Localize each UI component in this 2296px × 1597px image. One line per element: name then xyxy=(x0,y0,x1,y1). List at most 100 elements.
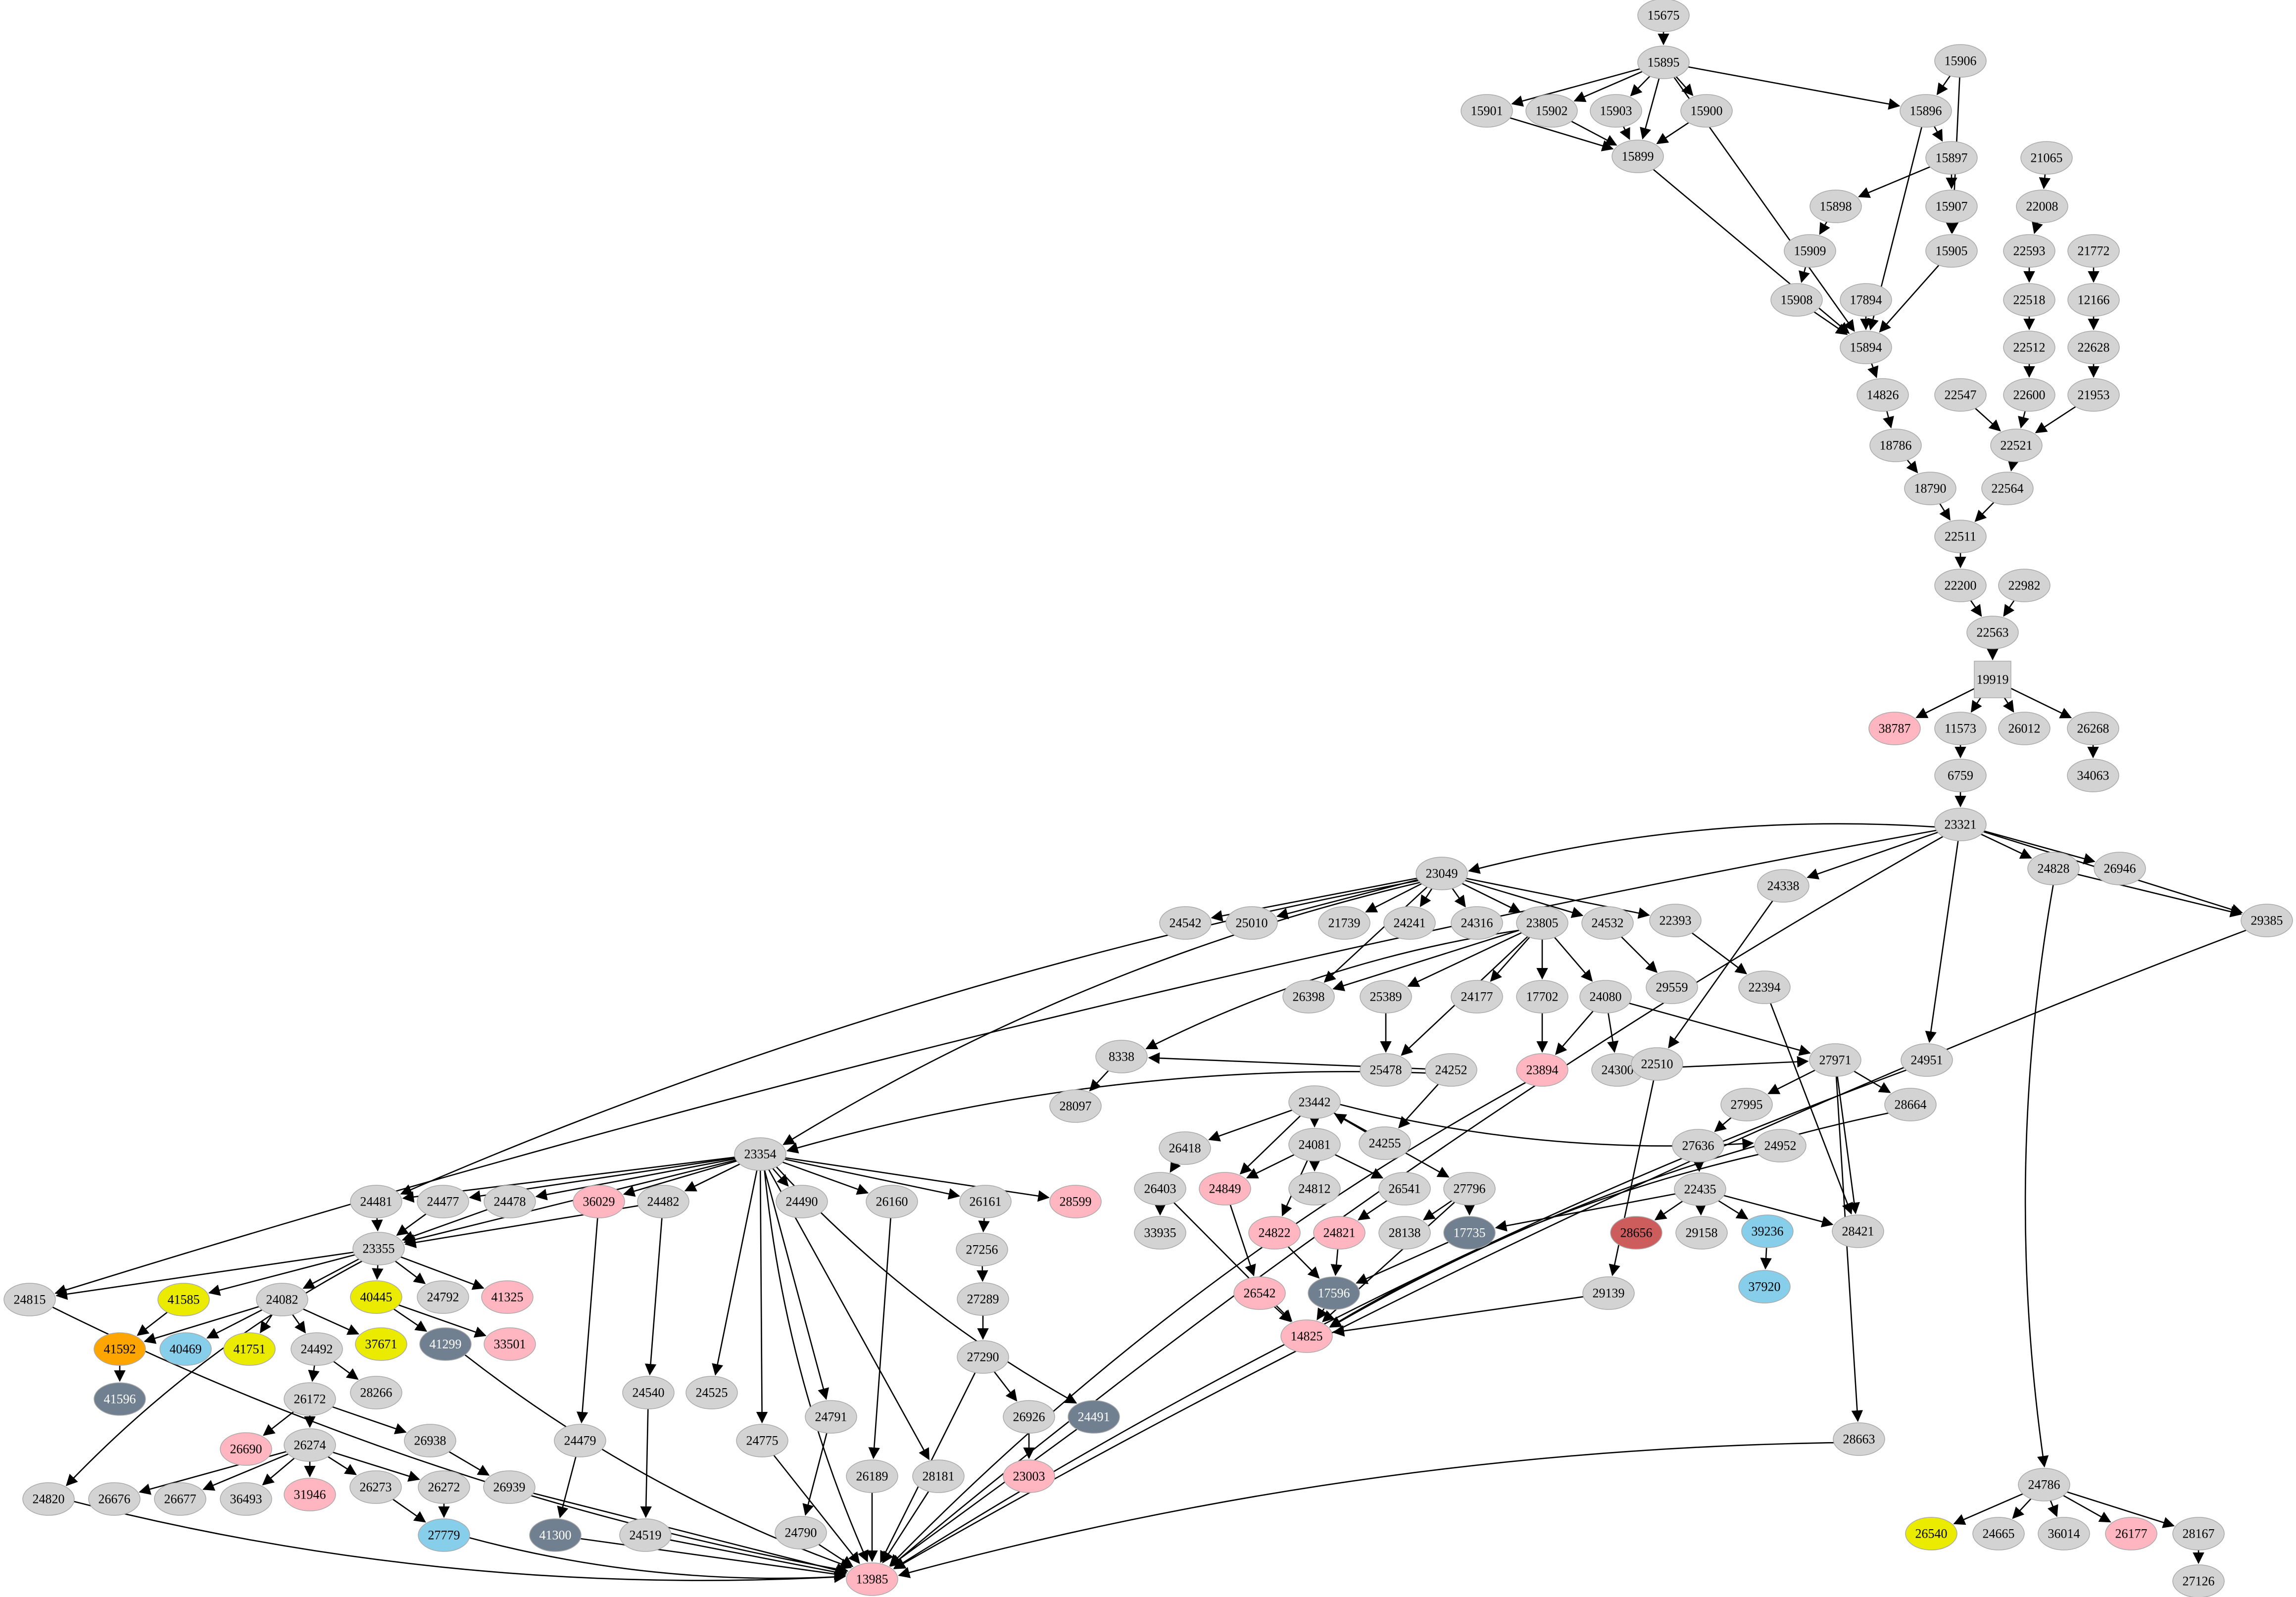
node-24542[interactable]: 24542 xyxy=(1159,906,1212,940)
node-29385[interactable]: 29385 xyxy=(2241,904,2293,937)
node-23894[interactable]: 23894 xyxy=(1516,1053,1568,1087)
node-26418[interactable]: 26418 xyxy=(1159,1131,1211,1165)
node-28656[interactable]: 28656 xyxy=(1610,1216,1662,1250)
node-24540[interactable]: 24540 xyxy=(622,1376,675,1409)
node-27289[interactable]: 27289 xyxy=(957,1282,1009,1316)
node-26938[interactable]: 26938 xyxy=(404,1424,456,1457)
node-21065[interactable]: 21065 xyxy=(2020,141,2073,175)
node-24082[interactable]: 24082 xyxy=(256,1283,308,1316)
node-37920[interactable]: 37920 xyxy=(1738,1270,1791,1304)
node-22435[interactable]: 22435 xyxy=(1674,1172,1726,1206)
node-26177[interactable]: 26177 xyxy=(2105,1517,2157,1550)
node-15909[interactable]: 15909 xyxy=(1784,234,1836,268)
node-24815[interactable]: 24815 xyxy=(3,1283,56,1316)
node-23442[interactable]: 23442 xyxy=(1288,1085,1341,1119)
node-36493[interactable]: 36493 xyxy=(220,1482,272,1516)
node-28138[interactable]: 28138 xyxy=(1378,1216,1431,1250)
node-26189[interactable]: 26189 xyxy=(846,1459,898,1493)
node-28097[interactable]: 28097 xyxy=(1049,1089,1102,1123)
node-24338[interactable]: 24338 xyxy=(1757,869,1809,903)
node-22510[interactable]: 22510 xyxy=(1631,1047,1683,1081)
node-25478[interactable]: 25478 xyxy=(1360,1053,1412,1087)
node-8338[interactable]: 8338 xyxy=(1095,1040,1148,1073)
node-36014[interactable]: 36014 xyxy=(2038,1517,2090,1550)
node-15905[interactable]: 15905 xyxy=(1925,234,1978,268)
node-28181[interactable]: 28181 xyxy=(912,1459,965,1493)
node-26274[interactable]: 26274 xyxy=(284,1428,336,1462)
node-22394[interactable]: 22394 xyxy=(1738,970,1791,1004)
node-28167[interactable]: 28167 xyxy=(2172,1517,2225,1550)
node-24775[interactable]: 24775 xyxy=(736,1424,788,1457)
node-27779[interactable]: 27779 xyxy=(418,1518,470,1552)
node-24525[interactable]: 24525 xyxy=(685,1376,738,1409)
node-19919[interactable]: 19919 xyxy=(1974,661,2011,698)
node-29139[interactable]: 29139 xyxy=(1582,1276,1635,1310)
node-26272[interactable]: 26272 xyxy=(418,1470,470,1504)
node-26161[interactable]: 26161 xyxy=(959,1185,1012,1218)
node-24255[interactable]: 24255 xyxy=(1359,1126,1411,1160)
node-28599[interactable]: 28599 xyxy=(1049,1185,1102,1218)
node-26012[interactable]: 26012 xyxy=(1998,712,2051,745)
node-38787[interactable]: 38787 xyxy=(1868,712,1921,745)
node-22200[interactable]: 22200 xyxy=(1934,569,1987,602)
node-26926[interactable]: 26926 xyxy=(1003,1400,1055,1434)
node-22393[interactable]: 22393 xyxy=(1649,904,1702,937)
node-26690[interactable]: 26690 xyxy=(220,1432,272,1466)
node-27971[interactable]: 27971 xyxy=(1809,1043,1861,1077)
node-22547[interactable]: 22547 xyxy=(1934,378,1987,412)
node-22564[interactable]: 22564 xyxy=(1981,472,2034,505)
node-28266[interactable]: 28266 xyxy=(350,1376,402,1409)
node-26677[interactable]: 26677 xyxy=(154,1482,206,1516)
node-26939[interactable]: 26939 xyxy=(483,1470,536,1504)
node-41299[interactable]: 41299 xyxy=(419,1327,472,1361)
node-41300[interactable]: 41300 xyxy=(529,1518,582,1552)
node-28664[interactable]: 28664 xyxy=(1884,1088,1937,1121)
node-28663[interactable]: 28663 xyxy=(1833,1422,1885,1456)
node-15897[interactable]: 15897 xyxy=(1925,141,1978,175)
node-22511[interactable]: 22511 xyxy=(1934,520,1987,553)
node-23355[interactable]: 23355 xyxy=(352,1232,405,1265)
node-26160[interactable]: 26160 xyxy=(866,1185,918,1218)
node-24790[interactable]: 24790 xyxy=(775,1516,827,1549)
node-25389[interactable]: 25389 xyxy=(1360,980,1412,1014)
node-24481[interactable]: 24481 xyxy=(350,1185,402,1218)
node-24081[interactable]: 24081 xyxy=(1288,1128,1341,1161)
node-26676[interactable]: 26676 xyxy=(88,1482,141,1516)
node-24786[interactable]: 24786 xyxy=(2018,1468,2070,1501)
node-41596[interactable]: 41596 xyxy=(94,1382,146,1416)
node-24477[interactable]: 24477 xyxy=(417,1185,469,1218)
node-24828[interactable]: 24828 xyxy=(2027,852,2080,885)
node-24792[interactable]: 24792 xyxy=(417,1280,469,1314)
node-29559[interactable]: 29559 xyxy=(1646,970,1698,1004)
node-26540[interactable]: 26540 xyxy=(1905,1517,1957,1550)
node-39236[interactable]: 39236 xyxy=(1741,1214,1794,1248)
node-24177[interactable]: 24177 xyxy=(1451,980,1503,1014)
node-41325[interactable]: 41325 xyxy=(481,1280,534,1314)
node-15906[interactable]: 15906 xyxy=(1934,44,1987,78)
node-41751[interactable]: 41751 xyxy=(223,1332,276,1366)
node-24532[interactable]: 24532 xyxy=(1581,906,1634,940)
node-23805[interactable]: 23805 xyxy=(1516,906,1568,940)
node-15900[interactable]: 15900 xyxy=(1680,94,1733,128)
node-22982[interactable]: 22982 xyxy=(1998,569,2051,602)
node-13985[interactable]: 13985 xyxy=(846,1562,898,1596)
node-33935[interactable]: 33935 xyxy=(1134,1216,1186,1250)
node-24252[interactable]: 24252 xyxy=(1425,1053,1477,1087)
node-15903[interactable]: 15903 xyxy=(1590,94,1642,128)
node-22008[interactable]: 22008 xyxy=(2016,190,2068,223)
node-28421[interactable]: 28421 xyxy=(1832,1214,1884,1248)
node-25010[interactable]: 25010 xyxy=(1225,906,1278,940)
node-15901[interactable]: 15901 xyxy=(1461,94,1513,128)
node-26273[interactable]: 26273 xyxy=(349,1470,402,1504)
node-24951[interactable]: 24951 xyxy=(1901,1043,1953,1077)
node-24316[interactable]: 24316 xyxy=(1451,906,1503,940)
node-31946[interactable]: 31946 xyxy=(284,1478,336,1511)
node-24812[interactable]: 24812 xyxy=(1288,1172,1341,1206)
node-22512[interactable]: 22512 xyxy=(2003,331,2055,364)
node-22600[interactable]: 22600 xyxy=(2003,378,2055,412)
node-27995[interactable]: 27995 xyxy=(1720,1088,1773,1121)
node-27256[interactable]: 27256 xyxy=(956,1233,1008,1266)
node-26403[interactable]: 26403 xyxy=(1134,1172,1186,1206)
node-23354[interactable]: 23354 xyxy=(734,1137,786,1171)
node-24080[interactable]: 24080 xyxy=(1579,980,1632,1014)
